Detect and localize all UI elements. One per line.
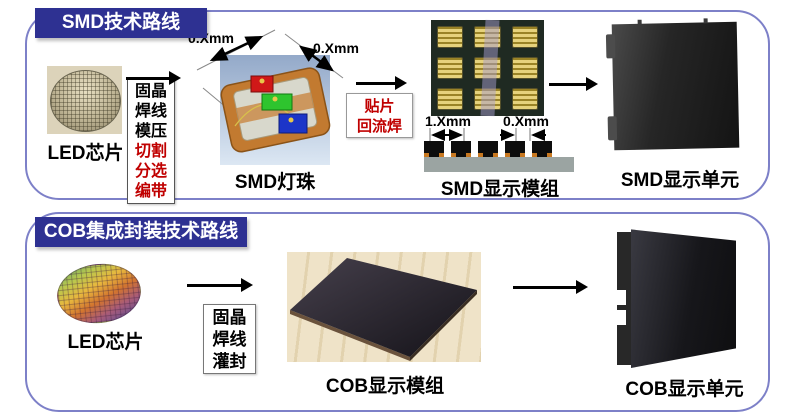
- smd-lamp-bead-figure: [196, 29, 344, 165]
- cob-unit-caption: COB显示单元: [625, 379, 744, 400]
- step-die-bond: 固晶: [212, 308, 247, 327]
- wafer-image: [50, 70, 121, 132]
- step-die-bond: 固晶: [134, 83, 167, 100]
- smd-led-wafer-photo: [47, 66, 122, 134]
- led-cell: [437, 57, 464, 79]
- smd-component: [424, 141, 444, 157]
- smd-module-photo: [431, 19, 544, 117]
- smd-component: [451, 141, 471, 157]
- smd-component: [478, 141, 498, 157]
- step-reflow: 回流焊: [356, 118, 402, 135]
- mount-tab: [605, 34, 616, 59]
- flow-arrow-cob-1: [187, 278, 253, 292]
- pitch-dimension-marks: [429, 128, 546, 141]
- led-cell: [511, 26, 538, 48]
- rgb-led-dies: [250, 75, 308, 134]
- dim-arrow-right: [298, 45, 335, 72]
- module-pitch-label: 1.Xmm: [425, 113, 471, 129]
- flow-arrow-smd-3: [549, 77, 598, 91]
- smt-reflow-box: 贴片 回流焊: [346, 93, 413, 138]
- step-taping: 编带: [134, 183, 167, 200]
- bracket-notch: [617, 310, 626, 325]
- smd-component: [505, 141, 525, 157]
- cob-module-photo: [287, 252, 481, 362]
- led-cell: [437, 88, 464, 110]
- smd-display-unit-photo: [605, 18, 740, 151]
- smd-chip-caption: LED芯片: [47, 143, 124, 164]
- led-cell: [437, 26, 464, 48]
- cob-packaging-steps-box: 固晶 焊线 灌封: [203, 304, 256, 374]
- led-cell: [511, 57, 538, 79]
- step-wire-bond: 焊线: [212, 330, 247, 349]
- cob-module-panel: [290, 258, 477, 361]
- cob-display-unit-photo: [617, 228, 737, 368]
- smd-bead-caption: SMD灯珠: [234, 172, 316, 193]
- bracket-notch: [617, 290, 626, 305]
- pcb-bar: [424, 157, 574, 172]
- smd-packaging-steps-box: 固晶 焊线 模压 切割 分选 编带: [127, 78, 175, 204]
- mount-tab: [607, 116, 618, 141]
- flow-arrow-cob-2: [513, 280, 588, 294]
- smd-component: [532, 141, 552, 157]
- step-smt: 贴片: [364, 98, 395, 115]
- smd-route-title: SMD技术路线: [35, 8, 207, 38]
- dim-arrow-left: [209, 35, 264, 62]
- flow-arrow-smd-1: [126, 71, 181, 85]
- smd-unit-caption: SMD显示单元: [620, 170, 740, 191]
- flow-arrow-smd-2: [356, 76, 407, 90]
- screw: [637, 19, 642, 25]
- bead-dim-right-label: 0.Xmm: [313, 40, 359, 56]
- unit-front-face: [631, 229, 736, 368]
- step-wire-bond: 焊线: [134, 103, 167, 120]
- module-gap-label: 0.Xmm: [503, 113, 549, 129]
- step-sorting: 分选: [134, 163, 167, 180]
- cob-route-title: COB集成封装技术路线: [35, 217, 247, 247]
- cob-module-caption: COB显示模组: [325, 376, 445, 397]
- smd-module-caption: SMD显示模组: [440, 179, 560, 200]
- led-cell: [511, 88, 538, 110]
- cob-chip-caption: LED芯片: [67, 332, 144, 353]
- step-potting: 灌封: [212, 352, 247, 371]
- screw: [703, 18, 708, 24]
- step-molding: 模压: [134, 123, 167, 140]
- step-dicing: 切割: [134, 143, 167, 160]
